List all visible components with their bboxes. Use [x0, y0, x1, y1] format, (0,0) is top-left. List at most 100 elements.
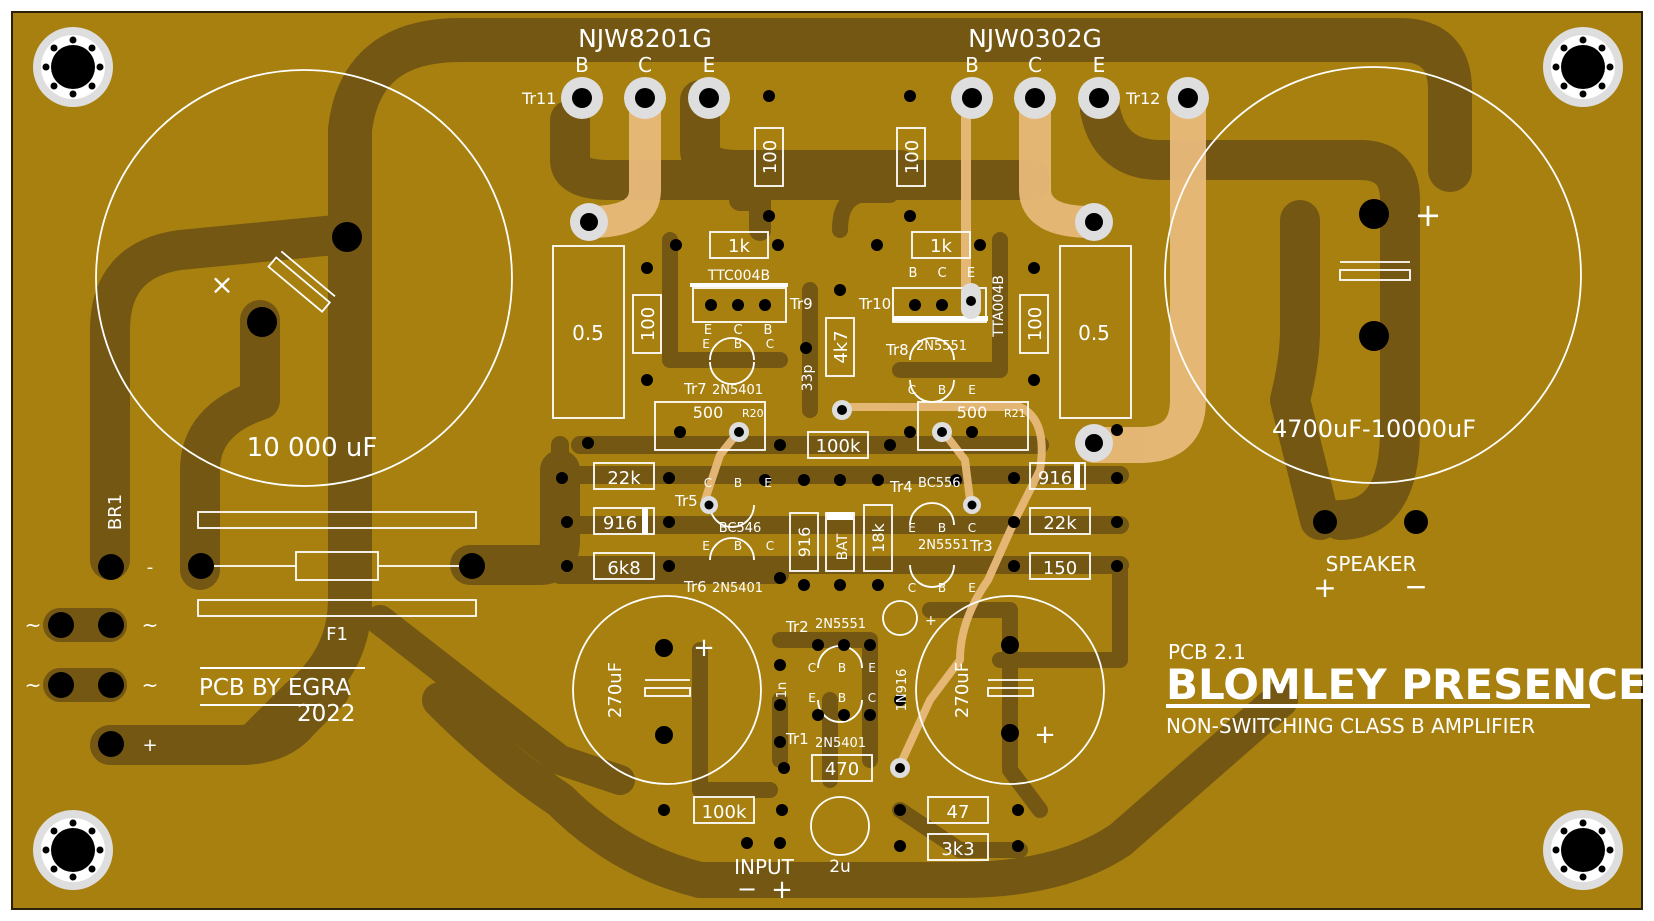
cap-left-value: 10 000 uF — [247, 433, 378, 463]
large-pads — [48, 77, 1428, 757]
r100-label: 100 — [902, 140, 923, 174]
pin-label: E — [968, 581, 976, 595]
tr8-label: Tr8 — [885, 341, 909, 359]
c270-left-label: 270uF — [605, 662, 626, 718]
r47-label: 47 — [947, 802, 970, 823]
input-minus: − — [737, 875, 757, 903]
br1-tilde: ~ — [142, 613, 159, 637]
c33p-label: 33p — [800, 365, 816, 392]
pin-label: C — [704, 476, 712, 490]
r05-right: 0.5 — [1078, 321, 1110, 345]
pin-label: C — [733, 323, 742, 338]
r20-label: R20 — [742, 407, 764, 420]
pin-label: B — [734, 476, 742, 490]
tr2-label: Tr2 — [785, 618, 809, 636]
cap-left-x: × — [210, 268, 233, 301]
br1-tilde: ~ — [142, 673, 159, 697]
tr10-label: Tr10 — [858, 295, 891, 313]
r470-label: 470 — [825, 759, 859, 780]
pin-label: E — [1093, 53, 1106, 77]
r05-left: 0.5 — [572, 321, 604, 345]
pin-label: C — [1028, 53, 1042, 77]
pin-label: C — [808, 661, 816, 675]
br1-tilde: ~ — [25, 613, 42, 637]
pin-label: E — [702, 337, 710, 351]
pin-label: E — [868, 661, 876, 675]
pin-label: B — [734, 539, 742, 553]
r916-label: 916 — [795, 527, 814, 558]
r1k-left: 1k — [728, 236, 750, 257]
tr4-label: Tr4 — [889, 478, 913, 496]
tr8-part: 2N5551 — [916, 339, 967, 354]
pin-label: B — [575, 53, 589, 77]
board-title: BLOMLEY PRESENCE — [1166, 660, 1647, 709]
tr11-label: Tr11 — [521, 89, 556, 108]
tr-right-part: NJW0302G — [968, 24, 1102, 53]
pin-label: B — [764, 323, 773, 338]
cap-right-plus: + — [1415, 196, 1442, 234]
r22k-label: 22k — [607, 468, 641, 489]
pin-label: B — [938, 581, 946, 595]
tr10-part: TTA004B — [991, 275, 1007, 338]
tr3-label: Tr3 — [969, 537, 993, 555]
board-subtitle: NON-SWITCHING CLASS B AMPLIFIER — [1166, 714, 1535, 738]
pin-label: C — [908, 581, 916, 595]
bat-band — [642, 463, 1080, 534]
pin-label: E — [908, 521, 916, 535]
pin-label: C — [766, 539, 774, 553]
br1-minus: - — [147, 557, 154, 578]
small-pads — [556, 90, 1123, 852]
r100-label: 100 — [760, 140, 781, 174]
credits-line2: 2022 — [297, 701, 356, 727]
pin-label: E — [703, 53, 716, 77]
pin-label: E — [968, 383, 976, 397]
c270-left-plus: + — [693, 633, 715, 663]
tr5-label: Tr5 — [674, 492, 698, 510]
c2u-label: 2u — [829, 857, 851, 877]
mounting-hole — [33, 27, 113, 107]
c1n-label: 1n — [775, 682, 790, 699]
silk-bars — [200, 283, 1590, 708]
input-plus: + — [771, 875, 793, 905]
tr7-label: Tr7 — [683, 380, 707, 398]
pin-label: B — [965, 53, 979, 77]
speaker-minus: − — [1404, 570, 1427, 603]
pin-label: C — [937, 266, 946, 281]
diode-label: 1N916 — [895, 669, 910, 712]
f1-label: F1 — [326, 624, 348, 645]
r150-label: 150 — [1043, 558, 1077, 579]
tr6-label: Tr6 — [683, 578, 707, 596]
resistor-boxes — [593, 127, 1091, 861]
r916-label: 916 — [603, 513, 637, 534]
r916-label: 916 — [1038, 468, 1072, 489]
r100-label: 100 — [638, 307, 659, 341]
tr7-part: 2N5401 — [712, 383, 763, 398]
r100k-label: 100k — [702, 802, 747, 823]
tr9-part: TTC004B — [707, 268, 770, 284]
pin-label: B — [838, 691, 846, 705]
r21-label: R21 — [1004, 407, 1026, 420]
br1-plus: + — [142, 735, 157, 756]
silk-text: NJW8201G NJW0302G B C E B C E Tr11 Tr12 … — [25, 24, 1647, 905]
tr6-part: 2N5401 — [712, 581, 763, 596]
tr1-part: 2N5401 — [815, 736, 866, 751]
tr1-label: Tr1 — [785, 730, 809, 748]
pin-label: B — [734, 337, 742, 351]
r18k-label: 18k — [869, 522, 888, 552]
pin-label: C — [638, 53, 652, 77]
pin-label: C — [766, 337, 774, 351]
pin-label: E — [967, 266, 975, 281]
cap-right-value: 4700uF-10000uF — [1272, 415, 1476, 443]
r4k7-label: 4k7 — [831, 330, 852, 363]
tr9-label: Tr9 — [789, 295, 813, 313]
tr4-part: BC556 — [918, 476, 961, 491]
speaker-plus: + — [1313, 571, 1336, 604]
c270-right-label: 270uF — [952, 662, 973, 718]
pin-label: C — [968, 521, 976, 535]
r3k3-label: 3k3 — [941, 839, 974, 860]
pin-label: B — [938, 383, 946, 397]
pin-label: E — [764, 476, 772, 490]
diode-plus: + — [925, 613, 937, 629]
pin-label: E — [704, 323, 712, 338]
r22k-label: 22k — [1043, 513, 1077, 534]
